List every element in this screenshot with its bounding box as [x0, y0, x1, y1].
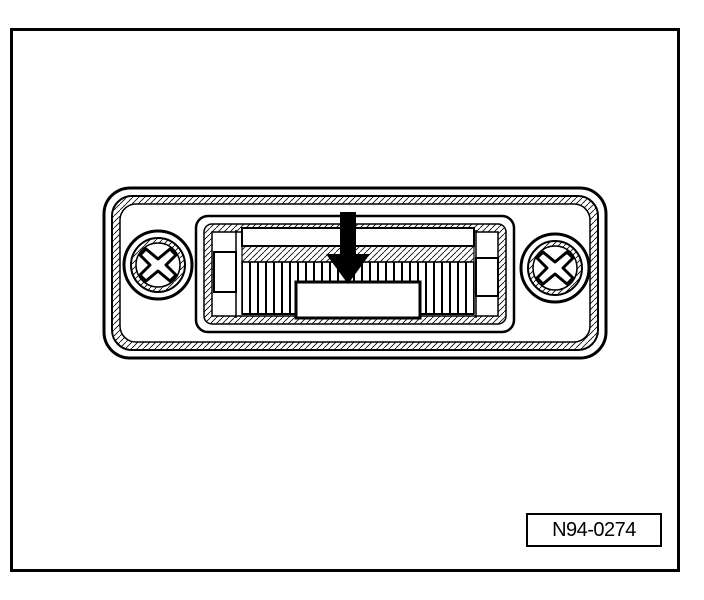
figure-reference-code: N94-0274 — [526, 513, 662, 547]
phillips-screw-icon — [122, 229, 194, 301]
phillips-screw-icon — [519, 232, 591, 304]
down-arrow-icon — [326, 212, 370, 284]
release-tab — [294, 280, 422, 320]
